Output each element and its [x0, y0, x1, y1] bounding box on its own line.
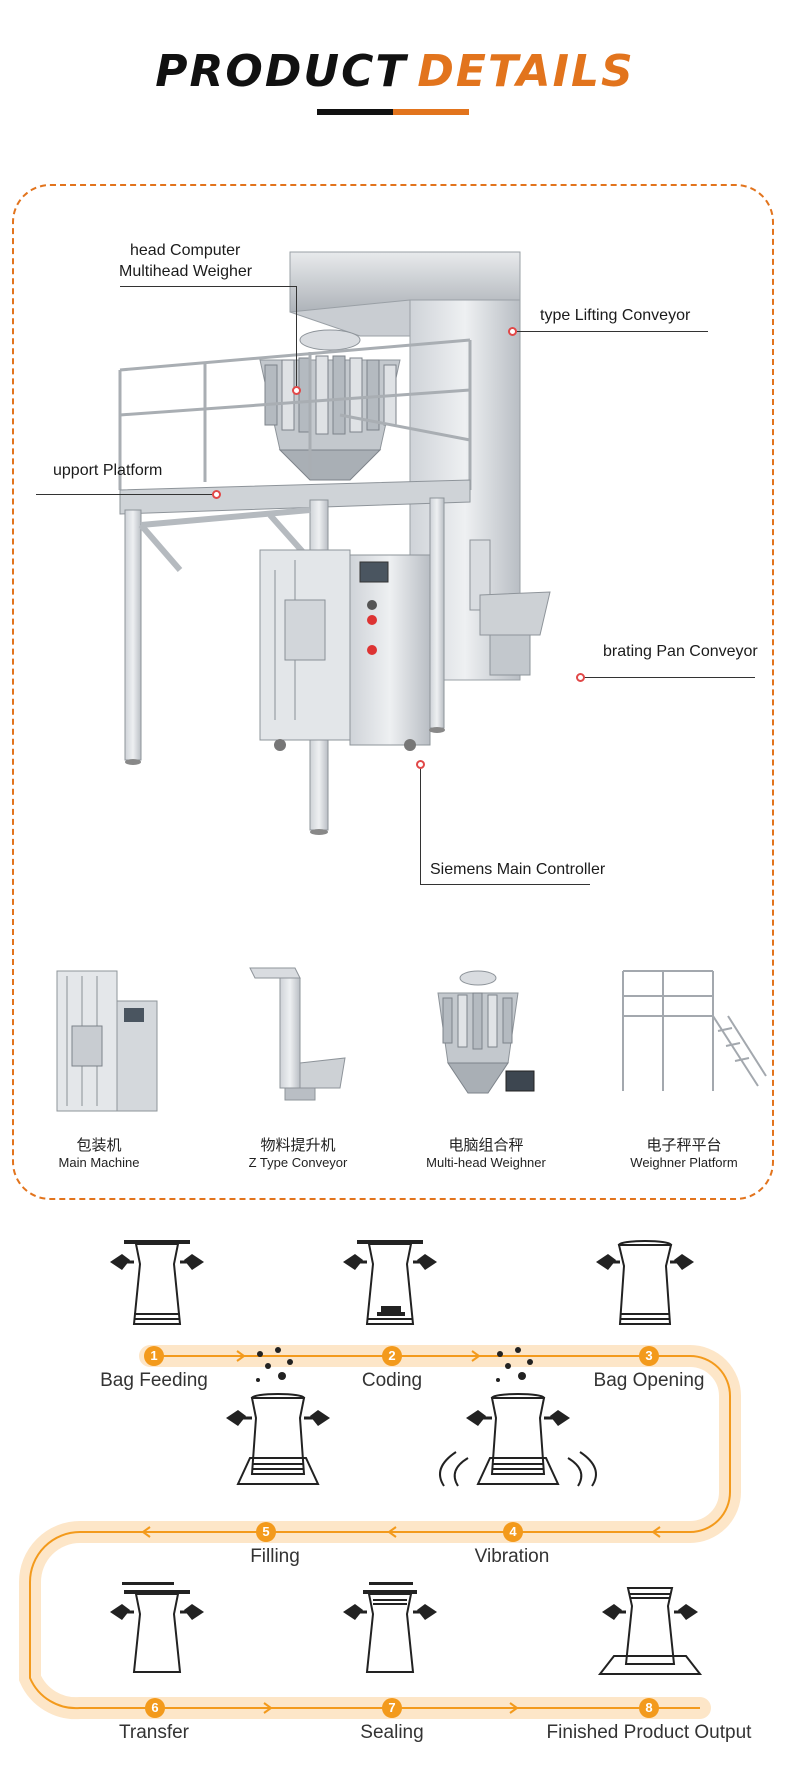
step-number-3: 3 — [639, 1346, 659, 1366]
title-underline-accent — [393, 109, 469, 115]
main-machine-thumbnail — [56, 970, 158, 1112]
step-label-bag-feeding: Bag Feeding — [100, 1370, 208, 1391]
step-number-4: 4 — [503, 1522, 523, 1542]
component-main-machine-zh: 包装机 — [76, 1137, 122, 1154]
callout-platform-dot — [212, 490, 221, 499]
component-multihead-zh: 电脑组合秤 — [448, 1137, 524, 1154]
step-number-1: 1 — [144, 1346, 164, 1366]
process-path — [19, 1345, 741, 1720]
component-platform-zh: 电子秤平台 — [646, 1137, 722, 1154]
callout-platform-leader — [36, 494, 218, 495]
callout-vibrating-leader — [580, 677, 755, 678]
callout-multihead-drop — [296, 286, 297, 390]
title-word-details: DETAILS — [417, 46, 635, 97]
callout-support-platform: upport Platform — [53, 462, 163, 479]
callout-lifting-leader — [512, 331, 708, 332]
bag-opening-icon — [596, 1240, 694, 1325]
callout-multihead-dot — [292, 386, 301, 395]
component-main-machine-en: Main Machine — [58, 1155, 140, 1170]
callout-multihead-leader — [120, 286, 296, 287]
callout-lifting-conveyor: type Lifting Conveyor — [540, 307, 691, 324]
step-number-8: 8 — [639, 1698, 659, 1718]
step-number-2: 2 — [382, 1346, 402, 1366]
sealing-icon — [343, 1582, 437, 1673]
component-multihead-en: Multi-head Weighner — [426, 1155, 546, 1170]
z-conveyor-thumbnail — [249, 967, 346, 1101]
finished-output-icon — [597, 1587, 703, 1675]
callout-controller-leader — [420, 884, 590, 885]
component-platform-en: Weighner Platform — [630, 1155, 738, 1170]
multihead-weigher-thumbnail — [437, 970, 535, 1094]
component-z-conveyor-zh: 物料提升机 — [260, 1137, 336, 1154]
callout-vibrating-conveyor: brating Pan Conveyor — [603, 643, 758, 660]
step-label-filling: Filling — [250, 1546, 300, 1567]
weigher-platform-thumbnail — [622, 970, 767, 1091]
component-z-conveyor-en: Z Type Conveyor — [248, 1155, 348, 1170]
packing-line-illustration — [118, 251, 551, 835]
vibration-icon — [439, 1347, 597, 1487]
product-panel — [12, 184, 774, 1200]
step-label-coding: Coding — [361, 1370, 423, 1391]
step-label-transfer: Transfer — [118, 1722, 190, 1743]
step-number-5: 5 — [256, 1522, 276, 1542]
title-word-product: PRODUCT — [155, 46, 408, 97]
filling-icon — [226, 1347, 330, 1485]
coding-icon — [343, 1240, 437, 1325]
step-label-vibration: Vibration — [474, 1546, 550, 1567]
title-underline-dark — [317, 109, 393, 115]
callout-main-controller: Siemens Main Controller — [430, 861, 606, 878]
callout-multihead-line2: Multihead Weigher — [119, 263, 253, 280]
step-label-bag-opening: Bag Opening — [593, 1370, 705, 1391]
step-number-6: 6 — [145, 1698, 165, 1718]
callout-vibrating-dot — [576, 673, 585, 682]
callout-lifting-dot — [508, 327, 517, 336]
callout-controller-rise — [420, 764, 421, 884]
callout-multihead-line1: head Computer — [130, 242, 241, 259]
transfer-icon — [110, 1582, 204, 1673]
callout-controller-dot — [416, 760, 425, 769]
step-number-7: 7 — [382, 1698, 402, 1718]
bag-feeding-icon — [110, 1240, 204, 1325]
step-label-sealing: Sealing — [360, 1722, 424, 1743]
step-label-finished-output: Finished Product Output — [546, 1722, 752, 1743]
